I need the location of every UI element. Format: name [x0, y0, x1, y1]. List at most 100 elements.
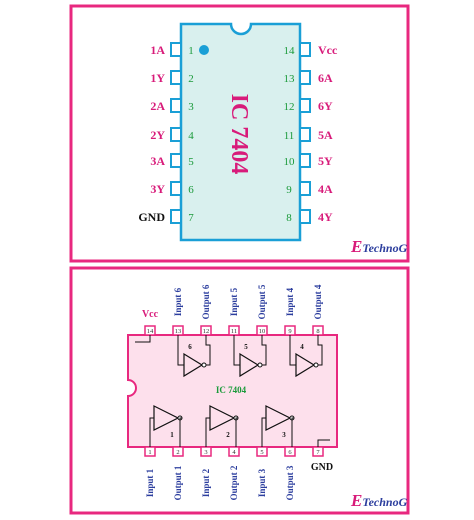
bottom-logo-e: E: [350, 491, 362, 510]
top-panel-frame: [69, 4, 410, 263]
top-left-pin-label: 2Y: [150, 128, 165, 142]
top-left-pin-label: 3Y: [150, 182, 165, 196]
top-left-pin-number: 5: [188, 156, 194, 168]
bottom-top-pin-number: 9: [288, 328, 291, 335]
top-right-pin-label: 6A: [318, 71, 333, 85]
bottom-bottom-pin-label: Output 2: [229, 465, 239, 500]
gate-input-wire: [261, 417, 266, 447]
bottom-bottom-pin-number: 4: [232, 449, 236, 456]
bottom-top-pin-number: 13: [175, 328, 182, 335]
top-logo-e: E: [350, 237, 362, 256]
top-left-pin-3: [170, 98, 182, 113]
top-right-pin-number: 11: [284, 130, 295, 142]
bottom-logo-text: TechnoG: [362, 495, 407, 509]
top-left-pin-number: 3: [188, 101, 194, 113]
bottom-bottom-pin-label: Output 3: [285, 465, 295, 500]
gate-output-wire: [179, 417, 182, 447]
top-right-pin-number: 9: [286, 184, 292, 196]
bottom-top-pin-label: Output 5: [257, 284, 267, 319]
bottom-panel-frame: [69, 266, 410, 515]
bottom-bottom-pin-label: Input 2: [201, 468, 211, 497]
bottom-top-pin-label: Output 4: [313, 284, 323, 319]
top-right-pin-label: 6Y: [318, 99, 333, 113]
inverter-bubble: [201, 362, 207, 368]
inverter-gate: [209, 405, 236, 431]
top-right-pin-label: Vcc: [318, 43, 338, 57]
bottom-top-pin-number: 14: [147, 328, 154, 335]
top-right-pin-8: [299, 209, 311, 224]
top-logo-text: TechnoG: [362, 241, 407, 255]
inverter-gate: [265, 405, 292, 431]
top-right-pin-9: [299, 181, 311, 196]
top-left-pin-number: 2: [188, 73, 194, 85]
bottom-bottom-pin-2: [172, 446, 184, 457]
gate-input-wire: [233, 335, 240, 366]
top-right-pin-11: [299, 127, 311, 142]
top-left-pin-2: [170, 70, 182, 85]
top-right-pin-number: 8: [286, 212, 292, 224]
bottom-top-pin-number: 12: [203, 328, 210, 335]
gnd-wire: [317, 439, 330, 447]
gate-number: 2: [226, 431, 230, 439]
bottom-bottom-pin-label: Input 1: [145, 468, 155, 497]
bottom-bottom-pin-4: [228, 446, 240, 457]
bottom-top-pin-label: Output 6: [201, 284, 211, 319]
inverter-gate: [239, 352, 260, 378]
gate-output-wire: [235, 417, 238, 447]
top-left-pin-label: 1Y: [150, 71, 165, 85]
bottom-logo: ETechnoG: [350, 491, 408, 510]
gnd-label: GND: [311, 462, 333, 473]
top-right-pin-label: 5A: [318, 128, 333, 142]
gate-number: 1: [170, 431, 174, 439]
gate-input-wire: [177, 335, 184, 366]
pin1-indicator-dot: [199, 45, 209, 55]
bottom-top-pin-label: Input 6: [173, 287, 183, 316]
gate-number: 6: [188, 343, 192, 351]
top-left-pin-label: 2A: [150, 99, 165, 113]
top-left-pin-label: 1A: [150, 43, 165, 57]
bottom-bottom-pin-number: 3: [204, 449, 207, 456]
top-right-pin-number: 13: [284, 73, 296, 85]
top-left-pin-1: [170, 42, 182, 57]
top-right-pin-14: [299, 42, 311, 57]
gate-input-wire: [289, 335, 296, 366]
bottom-bottom-pin-6: [284, 446, 296, 457]
gate-output-wire: [261, 335, 267, 366]
gate-output-wire: [291, 417, 294, 447]
gate-number: 3: [282, 431, 286, 439]
top-right-pin-12: [299, 98, 311, 113]
bottom-top-pin-number: 8: [316, 328, 319, 335]
gate-output-wire: [205, 335, 211, 366]
bottom-bottom-pin-number: 2: [176, 449, 179, 456]
top-left-pin-label: GND: [138, 210, 165, 224]
top-chip-body: [179, 22, 302, 242]
top-right-pin-number: 10: [284, 156, 296, 168]
top-left-pin-label: 3A: [150, 154, 165, 168]
top-right-pin-label: 4A: [318, 182, 333, 196]
top-right-pin-number: 14: [284, 45, 296, 57]
bottom-bottom-pin-number: 5: [260, 449, 263, 456]
inverter-gate: [295, 352, 316, 378]
top-left-pin-number: 1: [188, 45, 194, 57]
top-left-pin-number: 4: [188, 130, 194, 142]
top-left-pin-4: [170, 127, 182, 142]
bottom-chip-label: IC 7404: [216, 385, 247, 395]
bottom-bottom-pin-number: 1: [148, 449, 151, 456]
top-left-pin-6: [170, 181, 182, 196]
top-right-pin-label: 4Y: [318, 210, 333, 224]
top-logo: ETechnoG: [350, 237, 408, 256]
gate-number: 4: [300, 343, 304, 351]
bottom-bottom-pin-label: Input 3: [257, 468, 267, 497]
vcc-wire: [135, 335, 151, 343]
bottom-top-pin-number: 10: [259, 328, 266, 335]
vcc-label: Vcc: [142, 309, 159, 320]
gate-output-wire: [317, 335, 323, 366]
bottom-top-pin-label: Input 4: [285, 287, 295, 316]
top-right-pin-label: 5Y: [318, 154, 333, 168]
gate-input-wire: [205, 417, 210, 447]
bottom-bottom-pin-number: 6: [288, 449, 292, 456]
top-left-pin-number: 7: [188, 212, 194, 224]
top-left-pin-7: [170, 209, 182, 224]
bottom-top-pin-number: 11: [231, 328, 237, 335]
